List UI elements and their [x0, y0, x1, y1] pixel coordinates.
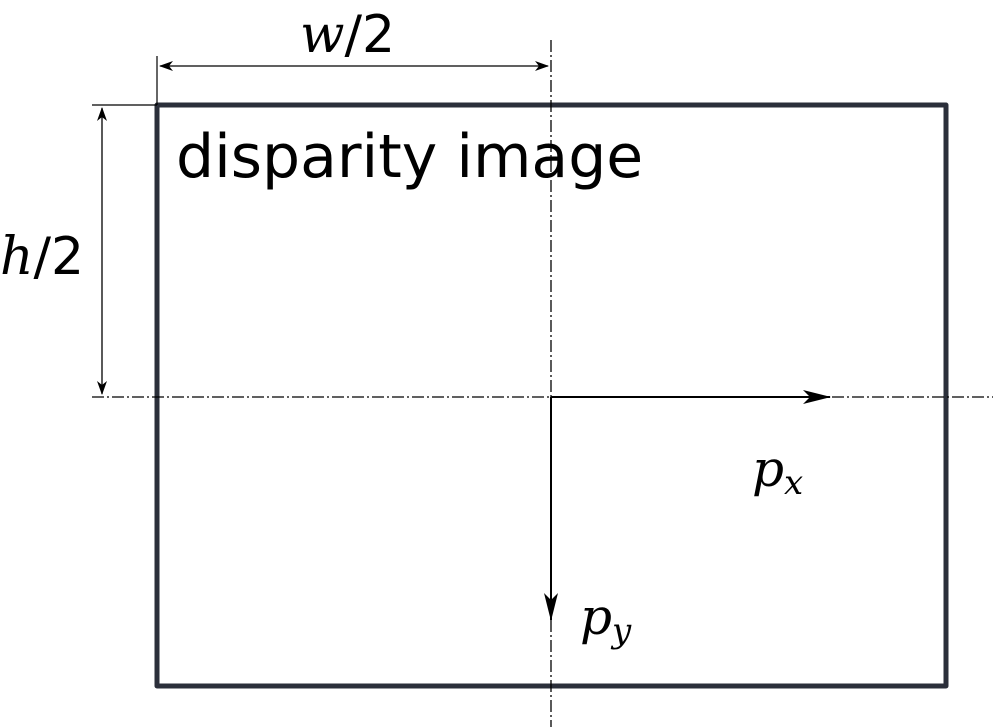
px-subscript: x: [784, 463, 803, 503]
px-axis-label: px: [752, 440, 803, 503]
py-subscript: y: [610, 611, 632, 651]
title-label: disparity image: [176, 122, 643, 192]
px-base: p: [752, 440, 784, 498]
width-num: 2: [362, 5, 395, 65]
py-axis-label: py: [580, 588, 632, 651]
width-dimension-label: w/2: [300, 5, 395, 65]
height-dimension-label: h/2: [0, 227, 84, 287]
width-slash: /: [345, 5, 363, 65]
height-num: 2: [51, 227, 84, 287]
height-var: h: [0, 227, 34, 287]
height-slash: /: [34, 227, 52, 287]
width-var: w: [300, 5, 345, 65]
py-base: p: [580, 588, 612, 646]
